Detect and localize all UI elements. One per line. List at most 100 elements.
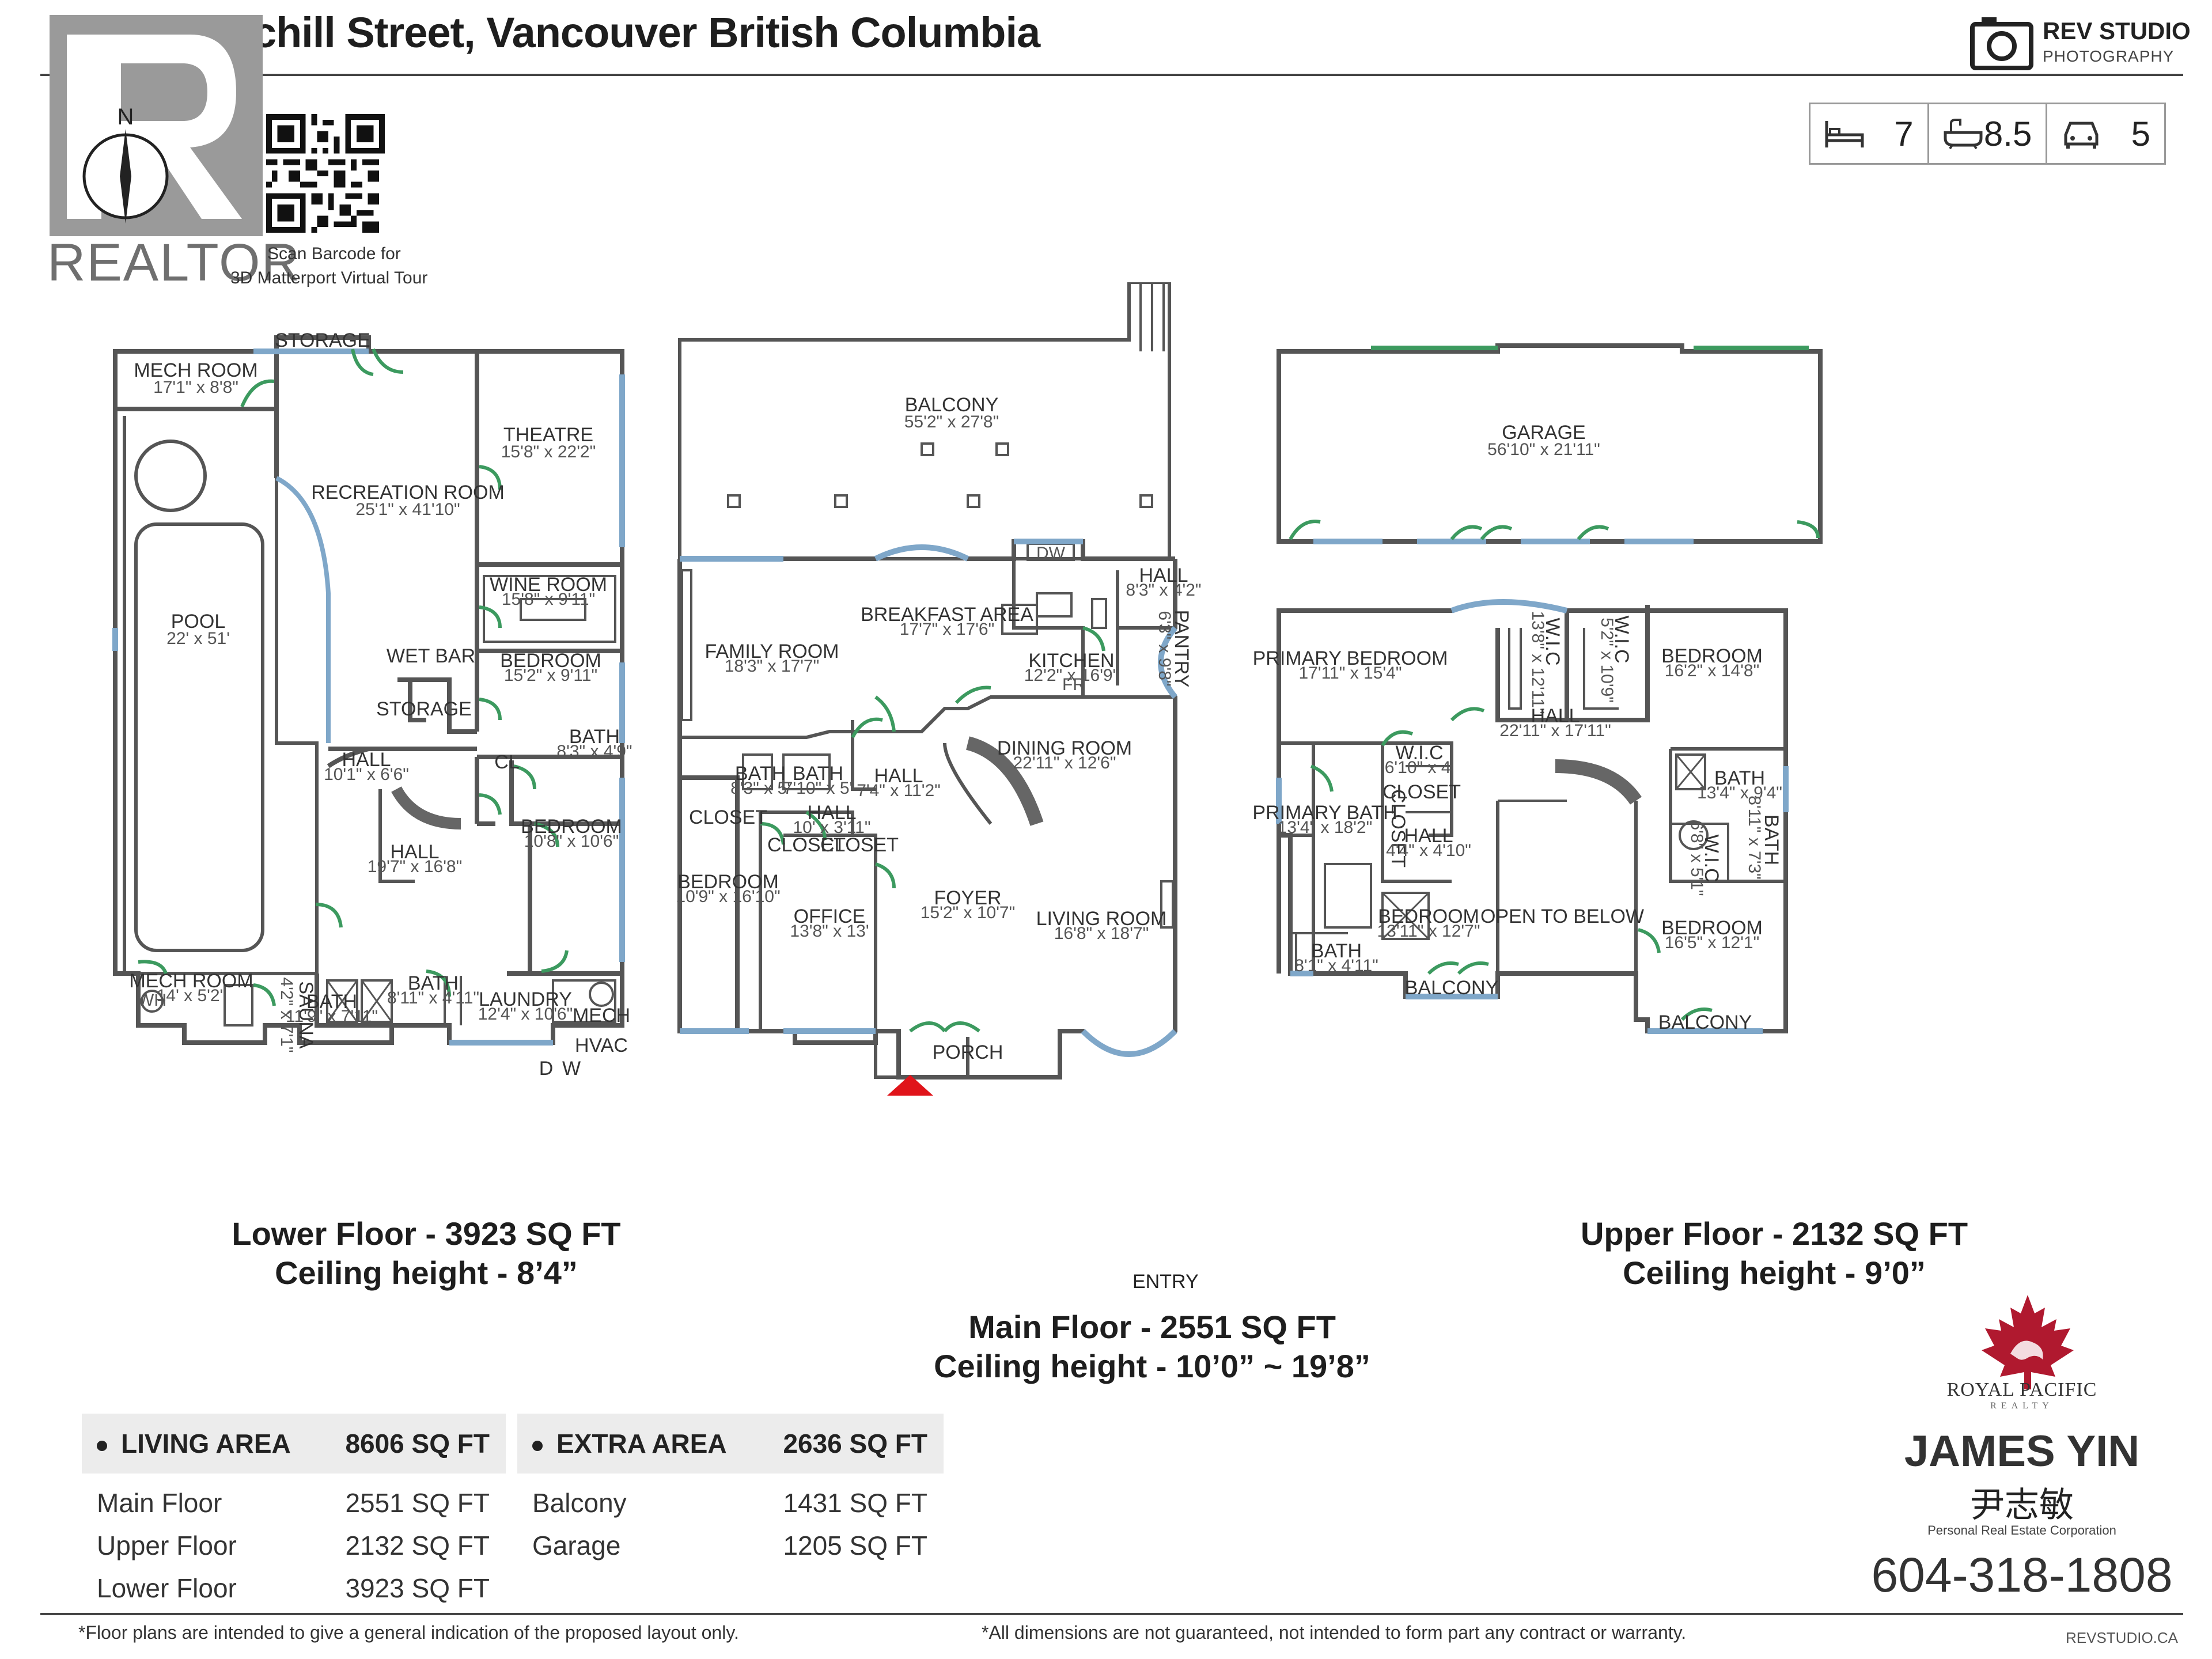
room-dimensions: 13'4" x 18'2" [1278,818,1373,837]
garage-stat: 5 [2047,104,2164,163]
dishwasher-label: DW [1036,544,1066,563]
table-row: Garage 1205 SQ FT [517,1524,944,1567]
upper-floor-room-labels: GARAGE 56'10" x 21'11" PRIMARY BEDROOM 1… [1252,422,1782,1033]
room-dimensions: 13'8" x 12'11" [1528,611,1547,714]
room-dimensions: 6'8" x 5'1" [1687,820,1706,896]
footer-disclaimer-left: *Floor plans are intended to give a gene… [78,1622,739,1643]
area-row-value: 2551 SQ FT [345,1488,490,1518]
room-label: RECREATION ROOM [311,482,505,503]
room-label: CLOSET [820,834,899,856]
table-row: Upper Floor 2132 SQ FT [82,1524,506,1567]
room-dimensions: 11'9" x 7'11" [286,1007,378,1026]
footer-disclaimer-right: *All dimensions are not guaranteed, not … [982,1622,1687,1643]
agent-name-chinese: 尹志敏 [1970,1485,2074,1525]
room-label: HALL [1404,825,1453,847]
qr-caption-line-1: Scan Barcode for [267,244,401,263]
area-row-value: 1431 SQ FT [783,1488,927,1518]
room-label: OFFICE [794,906,866,927]
room-dimensions: 12'4" x 10'6" [478,1005,573,1024]
upper-floor-title: Upper Floor - 2132 SQ FT [1580,1215,1968,1252]
room-label: BEDROOM [677,871,779,893]
room-dimensions: 15'8" x 9'11" [502,590,595,609]
room-label: CLOSET [1387,789,1409,868]
room-dimensions: 8'3" x 4'9" [556,742,632,761]
room-dimensions: 4'2" x 7'1" [277,977,296,1052]
compass-north-label: N [118,104,134,130]
table-row: Main Floor 2551 SQ FT [82,1482,506,1524]
room-dimensions: 15'2" x 9'11" [504,666,597,685]
brokerage-name: ROYAL PACIFIC [1946,1379,2097,1400]
upper-floor-caption: Upper Floor - 2132 SQ FT Ceiling height … [1555,1214,1993,1293]
lower-floor-room-labels: STORAGE MECH ROOM 17'1" x 8'8" THEATRE 1… [129,329,632,1080]
room-label: W.I.C [1700,834,1722,882]
studio-name: REV STUDIO [2043,17,2191,44]
room-dimensions: 22'11" x 17'11" [1499,721,1611,740]
room-label: W.I.C [1611,615,1633,663]
room-label: DINING ROOM [997,737,1132,759]
room-label: WINE ROOM [490,574,607,596]
entry-label: ENTRY [1132,1271,1199,1293]
baths-count: 8.5 [1983,114,2032,153]
area-row-name: Main Floor [97,1488,222,1518]
room-label: HALL [874,765,923,787]
room-label: HALL [1139,565,1188,586]
living-area-header: LIVING AREA 8606 SQ FT [82,1414,506,1474]
room-label: BATH [306,991,357,1013]
room-label: POOL [171,611,225,632]
room-dimensions: 5'2" x 10'9" [1597,618,1616,703]
room-label: STORAGE [376,698,472,720]
room-dimensions: 10'1" x 6'6" [324,765,409,784]
footer-website[interactable]: REVSTUDIO.CA [2066,1629,2179,1646]
footer-divider [40,1613,2183,1615]
qr-code[interactable] [266,114,385,233]
room-dimensions: 22' x 51' [166,629,230,648]
room-label: BATH [793,763,843,785]
room-label: STORAGE [275,329,370,351]
room-label: MECH ROOM [129,970,253,992]
room-dimensions: 13'4" x 9'4" [1697,783,1782,802]
lower-floor-ceiling: Ceiling height - 8’4” [275,1255,578,1291]
room-label: CLOSET [689,806,767,828]
room-dimensions: 16'5" x 12'1" [1665,933,1760,952]
room-label: KITCHEN [1028,650,1114,672]
brokerage-sub: REALTY [1990,1401,2054,1411]
washer-label: W [562,1058,581,1080]
room-dimensions: 8'1" x 4'11" [1294,956,1378,975]
room-dimensions: 25'1" x 41'10" [355,500,460,519]
room-label: BATH [1760,815,1782,865]
room-dimensions: 17'11" x 15'4" [1299,664,1402,683]
room-label: CL [494,751,519,773]
room-dimensions: 8'3" x 5' [730,779,790,798]
realtor-wordmark: REALTOR [47,233,301,292]
room-label: PANTRY [1171,610,1192,688]
room-label: MECH ROOM [134,359,257,381]
agent-phone[interactable]: 604-318-1808 [1871,1548,2173,1602]
area-row-value: 2132 SQ FT [345,1531,490,1560]
room-dimensions: 14' x 5'2" [157,986,226,1005]
extra-area-total: 2636 SQ FT [783,1429,927,1459]
main-floor-caption: Main Floor - 2551 SQ FT Ceiling height -… [899,1308,1406,1386]
lower-floor-title: Lower Floor - 3923 SQ FT [232,1215,621,1252]
room-label: WET BAR [387,645,475,667]
room-label: HALL [1531,705,1580,727]
bullet-icon [532,1440,543,1451]
room-dimensions: 18'3" x 17'7" [725,657,820,676]
main-floor-room-labels: BALCONY 55'2" x 27'8" FAMILY ROOM 18'3" … [676,394,1201,1063]
room-label: BALCONY [905,394,999,416]
room-dimensions: 19'7" x 16'8" [368,857,463,876]
bathtub-icon [1944,119,1983,150]
area-row-value: 3923 SQ FT [345,1573,490,1603]
rev-studio-logo: REV STUDIO PHOTOGRAPHY [1970,10,2191,74]
room-dimensions: 4'4" x 4'10" [1386,841,1471,860]
room-label: BATH [1311,940,1362,962]
room-label: BEDROOM [1378,906,1479,927]
room-label: THEATRE [503,424,593,446]
entry-arrow [887,1075,933,1096]
room-label: FAMILY ROOM [704,641,839,662]
room-label: PORCH [933,1041,1003,1063]
table-row: Balcony 1431 SQ FT [517,1482,944,1524]
area-row-name: Balcony [532,1488,627,1518]
car-icon [2064,122,2099,149]
room-dimensions: 22'11" x 12'6" [1013,753,1116,772]
main-floor-ceiling: Ceiling height - 10’0” ~ 19’8” [934,1348,1370,1384]
